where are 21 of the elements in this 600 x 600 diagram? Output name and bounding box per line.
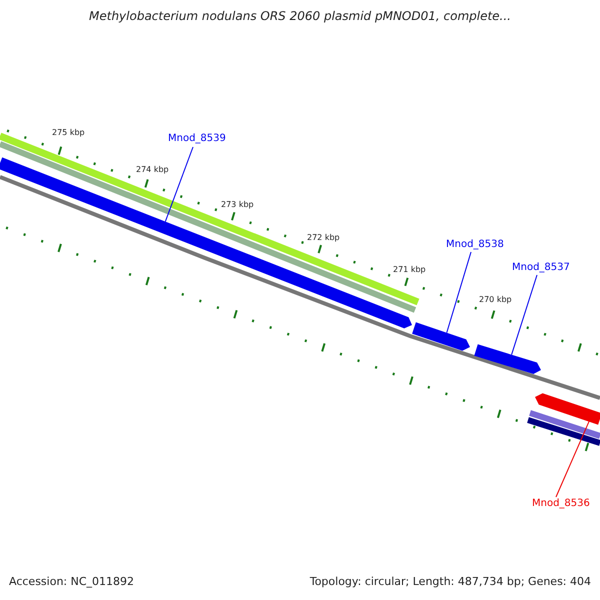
scale-label: 272 kbp <box>307 234 340 243</box>
scale-label: 273 kbp <box>221 201 254 210</box>
summary-text: Topology: circular; Length: 487,734 bp; Genes: 404 <box>310 576 591 588</box>
accession-text: Accession: NC_011892 <box>9 576 134 588</box>
gene-label: Mnod_8538 <box>446 239 504 250</box>
scale-label: 270 kbp <box>479 296 512 305</box>
leader-line <box>511 274 538 356</box>
scale-label: 275 kbp <box>52 129 85 138</box>
gene-label: Mnod_8536 <box>532 498 590 509</box>
gene-bar <box>535 393 600 425</box>
leader-line <box>556 421 590 498</box>
leader-line <box>446 252 472 334</box>
gene-bar <box>0 157 412 328</box>
gene-bar <box>412 322 470 351</box>
scale-label: 274 kbp <box>136 166 169 175</box>
gene-bar <box>474 344 541 374</box>
scale-label: 271 kbp <box>393 266 426 275</box>
leader-line <box>164 146 194 222</box>
title: Methylobacterium nodulans ORS 2060 plasmid pMNOD01, complete... <box>88 10 512 24</box>
gene-label: Mnod_8537 <box>512 262 570 273</box>
gene-label: Mnod_8539 <box>168 133 226 144</box>
